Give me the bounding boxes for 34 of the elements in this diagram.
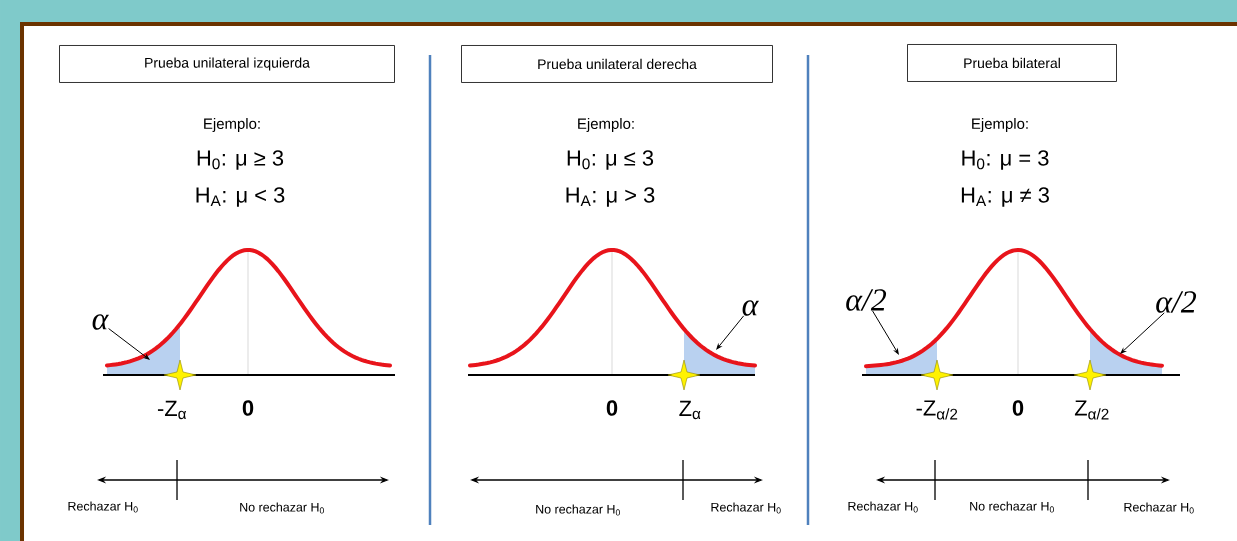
region-label: Rechazar H$_{0}$ bbox=[1124, 502, 1194, 514]
example-heading: Ejemplo: bbox=[204, 118, 260, 132]
leader-line bbox=[1120, 312, 1165, 354]
alpha-label: α bbox=[742, 300, 759, 316]
alpha-label: α/2 bbox=[846, 289, 887, 311]
hypothesis-text: H$_{A}$: μ < 3 bbox=[196, 187, 285, 207]
hypothesis-text: H$_{A}$: μ ≠ 3 bbox=[961, 187, 1049, 207]
region-label: Rechazar H$_{0}$ bbox=[711, 502, 781, 514]
leader-line bbox=[872, 310, 899, 355]
region-label: Rechazar H$_{0}$ bbox=[848, 501, 918, 513]
region-label: Rechazar H$_{0}$ bbox=[68, 501, 138, 513]
hypothesis-text: H$_{0}$: μ ≤ 3 bbox=[567, 150, 654, 170]
critical-value-label: Z$_{α}$ bbox=[679, 400, 701, 420]
title-box: Prueba unilateral izquierda bbox=[59, 45, 395, 83]
alpha-label: α/2 bbox=[1156, 291, 1197, 313]
critical-value-label: -Z$_{α}$ bbox=[157, 400, 187, 420]
leader-line bbox=[108, 328, 150, 360]
hypothesis-text: H$_{A}$: μ > 3 bbox=[566, 187, 655, 207]
zero-label: 0 bbox=[1012, 400, 1024, 416]
hypothesis-text: H$_{0}$: μ ≥ 3 bbox=[197, 150, 284, 170]
region-label: No rechazar H$_{0}$ bbox=[970, 501, 1054, 513]
example-heading: Ejemplo: bbox=[578, 118, 634, 132]
alpha-label: α bbox=[92, 314, 109, 330]
leader-line bbox=[716, 315, 745, 350]
zero-label: 0 bbox=[242, 400, 254, 416]
title-box: Prueba bilateral bbox=[907, 44, 1117, 82]
region-label: No rechazar H$_{0}$ bbox=[536, 504, 620, 516]
region-label: No rechazar H$_{0}$ bbox=[240, 502, 324, 514]
title-box: Prueba unilateral derecha bbox=[461, 45, 773, 83]
critical-value-label: -Z$_{α/2}$ bbox=[916, 400, 958, 420]
example-heading: Ejemplo: bbox=[972, 118, 1028, 132]
critical-value-label: Z$_{α/2}$ bbox=[1074, 400, 1109, 420]
hypothesis-text: H$_{0}$: μ = 3 bbox=[962, 150, 1049, 170]
zero-label: 0 bbox=[606, 400, 618, 416]
